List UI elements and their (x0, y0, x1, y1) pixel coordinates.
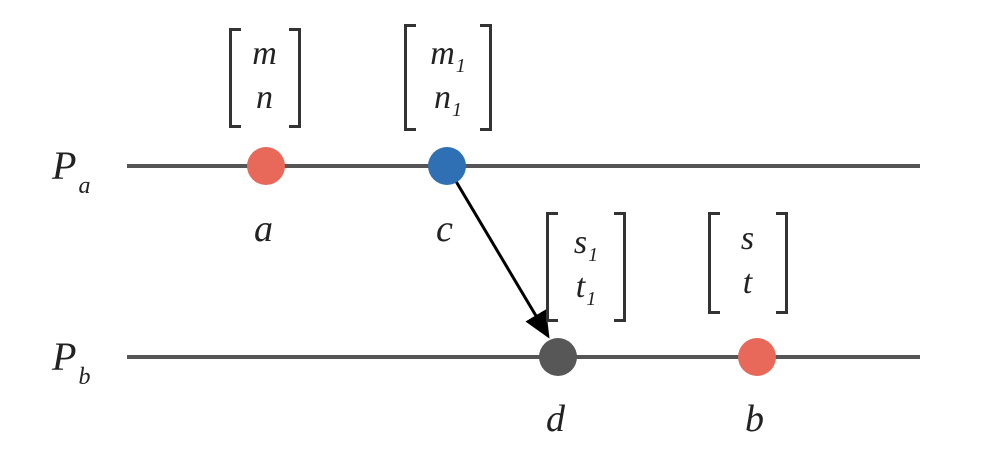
right-bracket (776, 212, 788, 314)
process-subscript: b (78, 364, 91, 390)
vector-a: m n (229, 28, 301, 128)
right-bracket (614, 212, 626, 322)
vector-bottom: n (256, 79, 273, 116)
process-subscript: a (78, 173, 91, 199)
event-node-b (738, 338, 776, 376)
left-bracket (229, 28, 241, 128)
process-name: P (52, 143, 77, 188)
event-label-d: d (546, 398, 565, 440)
message-arrow-c-to-d (452, 177, 550, 339)
vector-c: m1 n1 (404, 24, 492, 131)
right-bracket (480, 24, 492, 131)
event-label-b: b (745, 398, 764, 440)
event-node-c (428, 147, 466, 185)
vector-d: s1 t1 (546, 212, 626, 322)
process-label-pa: Pa (52, 143, 90, 199)
vector-top: s (740, 220, 755, 257)
event-node-d (539, 338, 577, 376)
vector-top: m (252, 35, 277, 72)
left-bracket (546, 212, 558, 322)
process-label-pb: Pb (52, 334, 90, 390)
left-bracket (708, 212, 720, 314)
event-label-c: c (436, 208, 453, 250)
vector-bottom: t1 (575, 268, 597, 310)
vector-bottom: n1 (434, 78, 462, 121)
vector-top: m1 (430, 34, 466, 77)
vector-b: s t (708, 212, 788, 314)
left-bracket (404, 24, 416, 131)
process-name: P (52, 334, 77, 379)
vector-bottom: t (742, 264, 753, 301)
event-node-a (247, 147, 285, 185)
event-label-a: a (254, 208, 273, 250)
right-bracket (289, 28, 301, 128)
vector-top: s1 (573, 224, 599, 266)
